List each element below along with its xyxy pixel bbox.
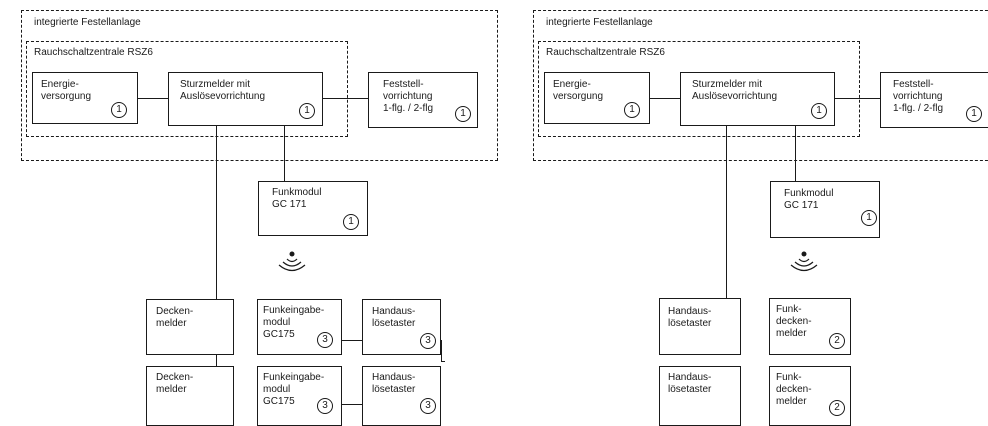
- left-funkeingabe-1-number: 3: [317, 332, 333, 348]
- right-sturz-box: [680, 72, 835, 126]
- left-funkeingabe-2-label: Funkeingabe- modul GC175: [263, 372, 325, 407]
- left-deckenmelder-2-box: [146, 366, 234, 426]
- right-line-sturz-funkmodul: [795, 126, 796, 181]
- left-line-funkein1-hand1: [342, 340, 362, 341]
- right-funkmodul-label: Funkmodul GC 171: [784, 188, 834, 211]
- left-outer-group-label: integrierte Festellanlage: [34, 17, 141, 28]
- right-radio-signal-icon: [790, 251, 818, 272]
- left-deckenmelder-1-label: Decken- melder: [156, 306, 194, 329]
- left-handausloese-2-label: Handaus- lösetaster: [372, 372, 416, 395]
- left-line-hand1-tail-h: [441, 361, 445, 362]
- right-outer-group-frame: [533, 10, 988, 161]
- right-handausloese-1-box: [659, 298, 741, 355]
- right-funkdecken-1-label: Funk- decken- melder: [776, 304, 812, 339]
- left-funkmodul-number: 1: [343, 214, 359, 230]
- right-outer-group-label: integrierte Festellanlage: [546, 17, 653, 28]
- right-funkmodul-number: 1: [861, 210, 877, 226]
- right-inner-group-label: Rauchschaltzentrale RSZ6: [546, 47, 665, 58]
- right-sturz-number: 1: [811, 103, 827, 119]
- left-handausloese-1-number: 3: [420, 333, 436, 349]
- left-handausloese-2-number: 3: [420, 398, 436, 414]
- right-handausloese-2-label: Handaus- lösetaster: [668, 372, 712, 395]
- left-line-sturz-decken: [216, 126, 217, 420]
- left-handausloese-2-box: [362, 366, 441, 426]
- right-handausloese-1-label: Handaus- lösetaster: [668, 306, 712, 329]
- left-deckenmelder-2-label: Decken- melder: [156, 372, 194, 395]
- right-line-sturz-feststell: [835, 98, 880, 99]
- right-feststell-number: 1: [966, 106, 982, 122]
- left-feststell-number: 1: [455, 106, 471, 122]
- left-funkeingabe-2-number: 3: [317, 398, 333, 414]
- left-radio-signal-icon: [278, 251, 306, 272]
- left-deckenmelder-1-box: [146, 299, 234, 355]
- right-sturz-label: Sturzmelder mit Auslösevorrichtung: [692, 79, 778, 102]
- left-line-sturz-funkmodul: [284, 126, 285, 181]
- left-sturz-box: [168, 72, 323, 126]
- right-funkdecken-2-number: 2: [829, 400, 845, 416]
- right-line-energie-sturz: [650, 98, 680, 99]
- left-energie-number: 1: [111, 102, 127, 118]
- left-sturz-label: Sturzmelder mit Auslösevorrichtung: [180, 79, 266, 102]
- left-line-funkein2-hand2: [342, 404, 362, 405]
- left-line-sturz-feststell: [323, 98, 368, 99]
- left-funkeingabe-1-label: Funkeingabe- modul GC175: [263, 305, 325, 340]
- left-outer-group-frame: [21, 10, 498, 161]
- right-funkmodul-box: [770, 181, 880, 238]
- left-energie-label: Energie- versorgung: [41, 79, 92, 102]
- left-feststell-label: Feststell- vorrichtung 1-flg. / 2-flg: [383, 79, 434, 114]
- right-inner-group-frame: [538, 41, 860, 137]
- right-funkdecken-2-box: [769, 366, 851, 426]
- left-funkmodul-label: Funkmodul GC 171: [272, 187, 322, 210]
- left-sturz-number: 1: [299, 103, 315, 119]
- right-funkdecken-2-label: Funk- decken- melder: [776, 372, 812, 407]
- right-energie-label: Energie- versorgung: [553, 79, 604, 102]
- right-handausloese-2-box: [659, 366, 741, 426]
- right-funkdecken-1-number: 2: [829, 333, 845, 349]
- right-line-sturz-handausloese: [726, 126, 727, 298]
- right-energie-number: 1: [624, 102, 640, 118]
- right-feststell-label: Feststell- vorrichtung 1-flg. / 2-flg: [893, 79, 944, 114]
- left-line-energie-sturz: [138, 98, 168, 99]
- left-handausloese-1-label: Handaus- lösetaster: [372, 306, 416, 329]
- left-inner-group-frame: [26, 41, 348, 137]
- left-inner-group-label: Rauchschaltzentrale RSZ6: [34, 47, 153, 58]
- left-line-hand1-tail: [441, 340, 442, 362]
